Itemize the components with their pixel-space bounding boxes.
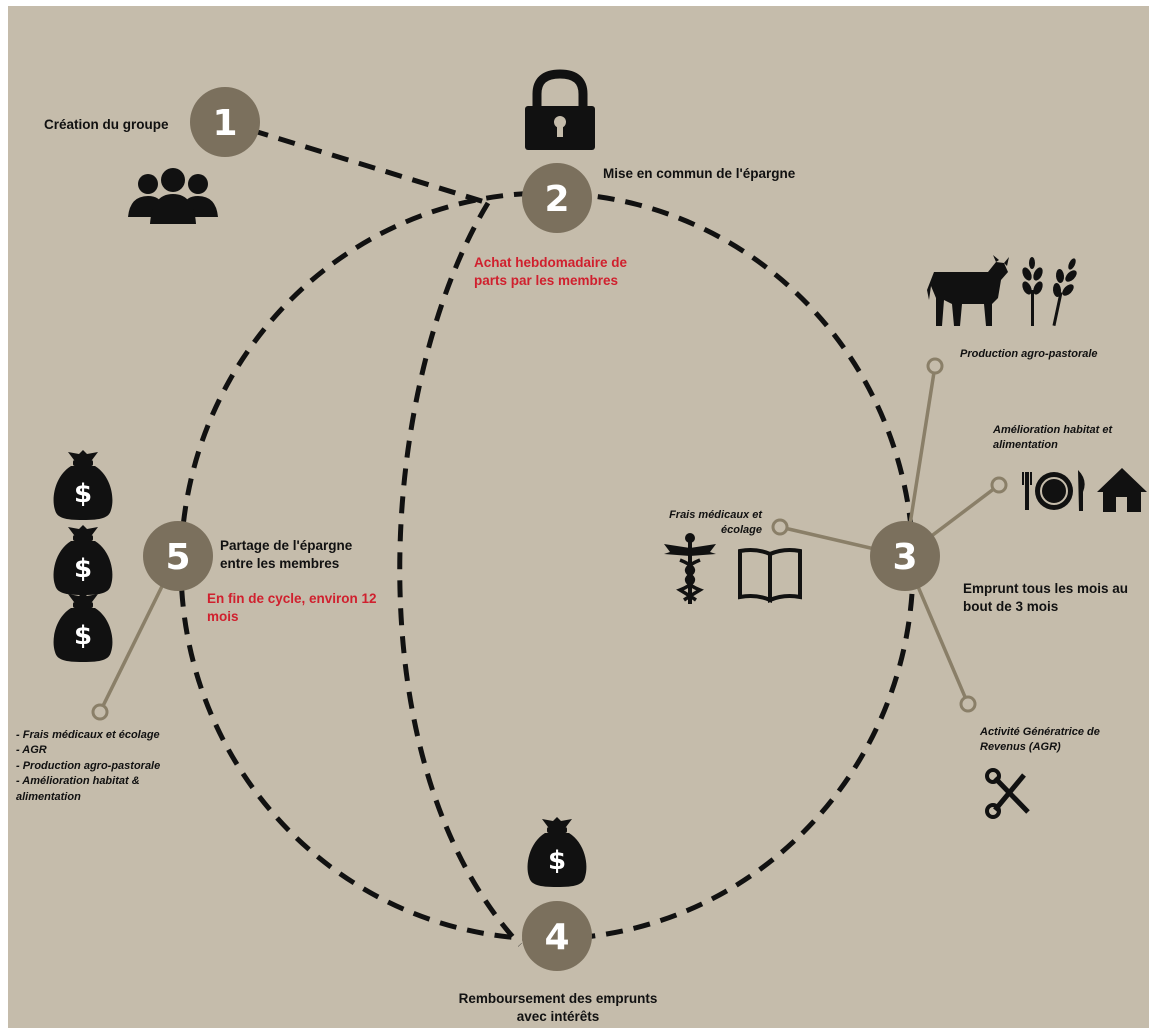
plate-icon [1022,470,1085,511]
group-icon [128,168,218,224]
wheat-icon [1022,257,1077,327]
scissors-icon [985,768,1030,819]
caduceus-icon [664,533,716,604]
house-icon [1097,468,1147,512]
step-3-node: 3 [870,521,940,591]
uses-5-item: - Frais médicaux et écolage [16,729,160,741]
step-5-label: Partage de l'épargne entre les membres [220,538,353,572]
step-5-sublabel: En fin de cycle, environ 12 mois [207,591,377,625]
use-medical-label: Frais médicaux et écolage [669,509,762,537]
step-5-node: 5 [143,521,213,591]
link-1-2 [224,119,489,206]
step-2-label: Mise en commun de l'épargne [603,166,796,181]
step-4-number: 4 [544,917,569,958]
step-1-node: 1 [190,87,260,157]
lock-icon [525,69,595,150]
step-5-number: 5 [165,537,190,578]
step-2-node: 2 [522,163,592,233]
step-2-sublabel: Achat hebdomadaire de parts par les memb… [474,255,628,289]
use-agro-label: Production agro-pastorale [960,348,1098,360]
uses-5-item: - AGR [16,744,47,757]
money-bag-icon [53,592,113,662]
step-4-node: 4 [522,901,592,971]
step-3-label: Emprunt tous les mois au bout de 3 mois [963,581,1129,615]
uses-5-item: - Amélioration habitat & alimentation [16,775,140,803]
step-4-label: Remboursement des emprunts avec intérêts [458,991,658,1025]
step-3-number: 3 [892,537,917,578]
money-bag-icon [527,817,587,887]
cow-icon [927,255,1009,326]
book-icon [738,548,802,604]
step-1-label: Création du groupe [44,117,169,132]
step-2-number: 2 [544,179,569,220]
use-agr-label: Activité Génératrice de Revenus (AGR) [980,726,1100,754]
step-1-number: 1 [212,103,237,144]
link-2-4 [397,201,522,947]
money-bag-icon [53,525,113,595]
use-habitat-label: Amélioration habitat et alimentation [993,424,1113,452]
uses-5-list: - Frais médicaux et écolage - AGR - Prod… [16,728,181,805]
money-bag-icon [53,450,113,520]
uses-5-item: - Production agro-pastorale [16,759,161,772]
